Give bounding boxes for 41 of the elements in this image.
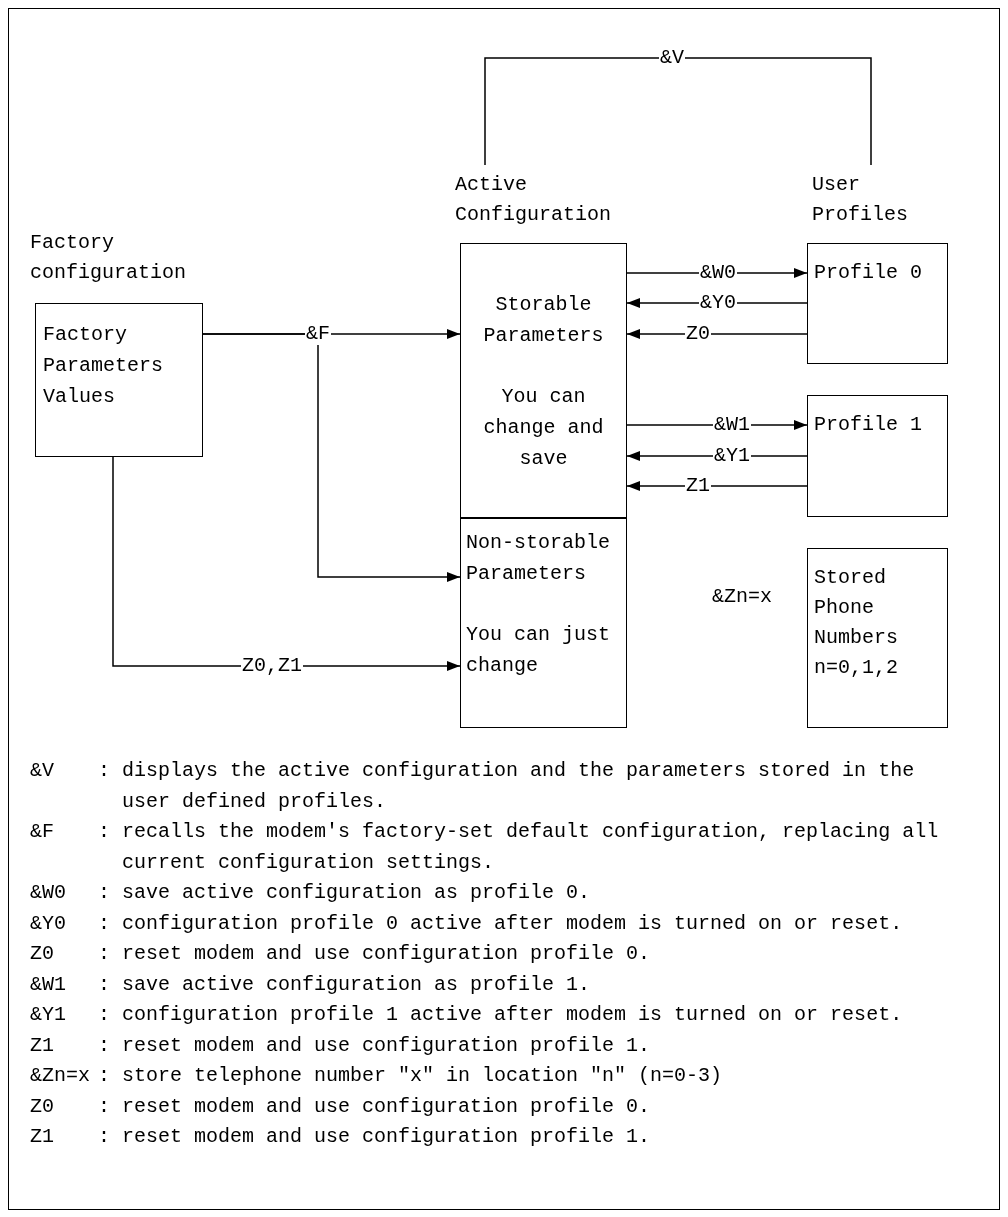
- edge-label: &F: [305, 323, 331, 345]
- command-term: &Y1: [30, 1002, 67, 1028]
- arrow: [202, 333, 461, 582]
- command-term: Z1: [30, 1032, 55, 1059]
- node-heading: Factory configuration: [30, 230, 188, 286]
- box-text: Storable Parameters: [482, 292, 605, 349]
- command-term: Z0: [30, 941, 55, 967]
- command-term: &W0: [30, 880, 67, 906]
- command-label: &Zn=x: [712, 584, 772, 610]
- profile-box: Profile 1: [807, 395, 948, 517]
- box-text: You can just change: [466, 622, 612, 679]
- box-text: Non-storable Parameters: [466, 530, 612, 587]
- command-description: : reset modem and use configuration profile 0.: [98, 941, 652, 967]
- command-description: : reset modem and use configuration profile 1.: [98, 1124, 652, 1150]
- command-term: &W1: [30, 971, 67, 998]
- connector-line: [484, 57, 872, 166]
- column-heading: User Profiles: [812, 170, 948, 230]
- parameter-box: [460, 518, 627, 728]
- command-term: &F: [30, 819, 55, 845]
- node-heading: Active Configuration: [455, 172, 613, 228]
- arrow: [112, 456, 461, 671]
- parameter-box: [460, 243, 627, 518]
- command-term: &V: [30, 758, 55, 784]
- command-description: : save active configuration as profile 0.: [98, 880, 592, 906]
- command-description: : displays the active configuration and the parameters stored in the user defined profiles.: [98, 758, 916, 815]
- command-term: &Y0: [30, 910, 67, 937]
- box-text: You can change and save: [482, 384, 605, 472]
- command-description: : reset modem and use configuration profile 0.: [98, 1093, 652, 1120]
- command-description: : store telephone number ″x″ in location ″n″ (n=0-3): [98, 1063, 724, 1089]
- command-description: : configuration profile 1 active after modem is turned on or reset.: [98, 1002, 904, 1028]
- command-description: : save active configuration as profile 1.: [98, 971, 592, 998]
- command-term: Z0: [30, 1093, 55, 1120]
- command-term: &Zn=x: [30, 1063, 91, 1089]
- box-text: Factory Parameters Values: [43, 322, 165, 410]
- command-description: : recalls the modem′s factory-set default configuration, replacing all current configuration settings.: [98, 819, 940, 876]
- command-term: Z1: [30, 1124, 55, 1150]
- edge-label: Z0,Z1: [241, 655, 303, 677]
- profile-box: Profile 0: [807, 243, 948, 364]
- storage-box: Stored Phone Numbers n=0,1,2: [807, 548, 948, 728]
- command-description: : reset modem and use configuration profile 1.: [98, 1032, 652, 1059]
- command-description: : configuration profile 0 active after modem is turned on or reset.: [98, 910, 904, 937]
